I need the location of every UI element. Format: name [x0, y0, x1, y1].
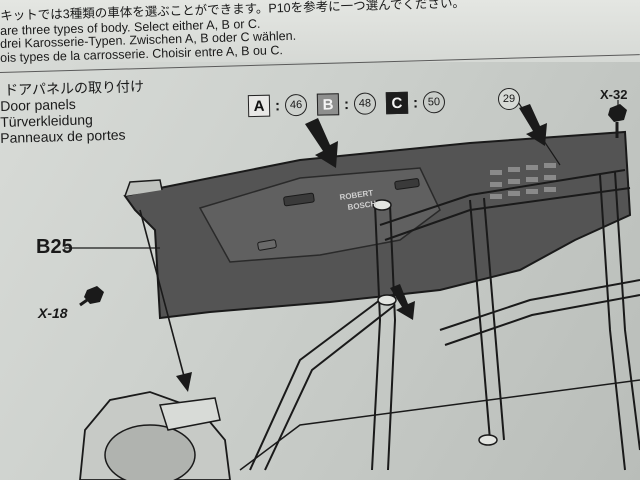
wheel-hub: [104, 424, 196, 480]
part-callout-x32: X-32: [600, 87, 628, 102]
direction-arrow-icon: [390, 284, 415, 320]
part-callout-29: 29: [498, 88, 520, 110]
door-panel-recess: [198, 167, 441, 263]
door-handle-slot: [283, 192, 315, 207]
panel-logo-bosch: BOSCH: [347, 199, 377, 212]
chassis-sill: [159, 397, 221, 431]
direction-arrow-icon: [305, 118, 338, 168]
part-callout-x18: X-18: [38, 305, 68, 321]
assembly-arrow-line: [139, 209, 186, 381]
part-callout-b25: B25: [36, 236, 73, 258]
screw-icon: [79, 286, 104, 307]
door-pull-tab: [257, 239, 277, 251]
chassis-floor-line: [239, 379, 640, 471]
roll-cage: [249, 169, 640, 471]
direction-arrow-icon: [519, 104, 547, 146]
tube-end: [478, 434, 498, 446]
screw-icon: [608, 104, 627, 138]
assembly-arrow-head: [176, 372, 192, 392]
door-handle-slot: [394, 178, 420, 190]
header-band: [0, 0, 640, 62]
tube-end: [372, 199, 392, 211]
tube-end: [377, 294, 397, 306]
decal-area: [490, 163, 556, 199]
panel-flange: [124, 179, 163, 197]
